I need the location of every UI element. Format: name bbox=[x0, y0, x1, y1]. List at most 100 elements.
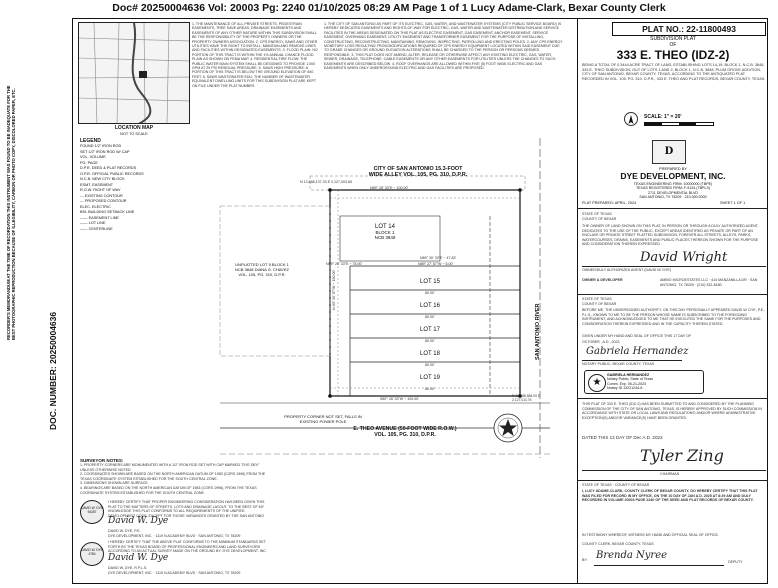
lot-dim-3: 80.00' bbox=[425, 339, 435, 343]
subdivision-title: 333 E. THEO (IDZ-2) bbox=[616, 48, 730, 62]
north-arrow-icon bbox=[628, 115, 634, 124]
street-label: E. THEO AVENUE (50-FOOT WIDE R.O.W.) VOL… bbox=[353, 426, 457, 438]
location-map-roads bbox=[79, 23, 189, 123]
cps-energy-notes: 1. THE CITY OF SAN ANTONIO AS PART OF IT… bbox=[324, 22, 563, 71]
owner-developer: AMBIO MICROESTATES LLC · 414 MANZANILLA … bbox=[660, 278, 758, 287]
notary-stamp-star-icon: ★ bbox=[588, 374, 606, 392]
legend-item: ELEC. ELECTRIC bbox=[80, 204, 111, 209]
surveyor-seal: DAVID W. DYE 4784 bbox=[80, 542, 104, 566]
clerk-deputy-signature: Brenda Nyree bbox=[596, 550, 668, 561]
legend-item: SET 1/2" IRON ROD W/ CAP bbox=[80, 149, 130, 154]
survey-note: 4. BEARINGS ARE BASED ON THE NORTH AMERI… bbox=[80, 485, 257, 495]
lot-14-label: LOT 14 BLOCK 1 NCB 3848 bbox=[374, 224, 396, 240]
clerk-text: I, LUCY ADAME-CLARK, COUNTY CLERK OF BEX… bbox=[582, 489, 758, 503]
approval-dated: DATED THIS 13 DAY OF Dec A.D. 2023 bbox=[582, 435, 663, 440]
company-line: TEXAS REGISTERED FIRM: F-9134 (TBPLS) bbox=[635, 186, 711, 191]
recording-header: Doc# 20250004636 Vol: 20003 Pg: 2240 01/… bbox=[112, 2, 666, 14]
notary-caption: NOTARY PUBLIC, BEXAR COUNTY, TEXAS bbox=[582, 362, 655, 366]
bearing-mid2: N89° 27' 57"W ~ 5.00' bbox=[418, 262, 454, 266]
sheet-number: SHEET 1 OF 1 bbox=[720, 201, 746, 205]
company-line: 2711 DEVELOPMENTAL BLVD bbox=[648, 190, 698, 195]
corner-note: PROPERTY CORNER NOT SET, FALLS IN EXISTI… bbox=[284, 414, 362, 424]
notary-text: BEFORE ME, THE UNDERSIGNED AUTHORITY, ON… bbox=[582, 308, 766, 326]
engineer-cert-text: I HEREBY CERTIFY THAT PROPER ENGINEERING… bbox=[108, 500, 265, 518]
engineer-name: DAVID W. DYE, P.E. DYE DEVELOPMENT, INC.… bbox=[108, 529, 241, 538]
owner-dedication: THE OWNER OF LAND SHOWN ON THIS PLAT, IN… bbox=[582, 224, 759, 247]
divider-2 bbox=[577, 294, 768, 295]
plat-sheet bbox=[72, 18, 768, 584]
owner-signature: David Wright bbox=[640, 250, 728, 265]
legend-item: —— CENTERLINE bbox=[80, 226, 113, 231]
approval-caption: CHAIRMAN bbox=[660, 472, 680, 476]
clerk-witness: IN TESTIMONY WHEREOF, WITNESS MY HAND AN… bbox=[582, 533, 719, 537]
plat-drawing bbox=[219, 138, 550, 458]
divider-1 bbox=[577, 208, 768, 209]
surveyor-notes: SURVEYOR NOTES: 1. PROPERTY CORNERS ARE … bbox=[80, 458, 270, 500]
north-arrow bbox=[624, 112, 638, 126]
lot-15-label: LOT 15 bbox=[420, 279, 440, 285]
location-map-title: LOCATION MAP NOT TO SCALE bbox=[114, 125, 154, 136]
notary-sig-line bbox=[582, 360, 682, 361]
survey-note: 3. DIMENSIONS SHOWN ARE SURFACE. bbox=[80, 481, 149, 486]
notary-signature: Gabriela Hernandez bbox=[586, 346, 689, 357]
legend-item: N.C.B. NEW CITY BLOCK bbox=[80, 177, 125, 181]
lot-16-label: LOT 16 bbox=[420, 303, 440, 309]
clerk-state: STATE OF TEXAS · COUNTY OF BEXAR bbox=[582, 483, 650, 487]
lot-14-outline bbox=[339, 215, 441, 262]
clerk-sig-line bbox=[594, 565, 724, 566]
company-line: TEXAS ENGINEERING FIRM: 10000000 (TBPE) bbox=[633, 182, 713, 186]
lot-dim-2: 80.00' bbox=[425, 315, 435, 319]
divider-3 bbox=[577, 398, 768, 399]
lot-dim-1: 80.00' bbox=[425, 291, 435, 295]
owner-sig-caption: OWNER/DULY AUTHORIZED AGENT (DAVID W. DY… bbox=[582, 268, 671, 272]
surveyor-cert-text: I HEREBY CERTIFY THAT THE ABOVE PLAT CON… bbox=[108, 540, 267, 554]
legend-item: R.O.W. RIGHT OF WAY bbox=[80, 188, 121, 192]
surveyor-signature: David W. Dye bbox=[108, 553, 169, 563]
owner-state: STATE OF TEXAS COUNTY OF BEXAR bbox=[582, 212, 617, 221]
company-name: DYE DEVELOPMENT, INC. bbox=[620, 171, 726, 181]
legend-item: --- EXISTING CONTOUR bbox=[80, 193, 123, 198]
legend-item: D.P.R. DEED & PLAT RECORDS bbox=[80, 166, 137, 170]
company-line: SAN ANTONIO, TX 78209 · 210.000.0000 bbox=[639, 195, 707, 200]
clerk-county-clerk: COUNTY CLERK, BEXAR COUNTY, TEXAS bbox=[582, 542, 654, 546]
plat-description: BEING A TOTAL OF 0.3444 ACRE TRACT OF LA… bbox=[582, 63, 766, 81]
legend-item: FOUND 1/2" IRON ROD bbox=[80, 144, 122, 148]
location-map bbox=[78, 22, 190, 124]
plat-number: PLAT NO.: 22-11800493 bbox=[612, 22, 766, 36]
unplatted-label: UNPLATTED LOT 5 BLOCK 1 NCB 3848 DIANA G… bbox=[235, 262, 289, 277]
lot-dim-4: 80.00' bbox=[425, 363, 435, 367]
doc-number-vertical: DOC. NUMBER: 20250004636 bbox=[48, 311, 58, 430]
engineer-signature: David W. Dye bbox=[108, 516, 169, 526]
title-block bbox=[577, 18, 768, 584]
legend-item: ESMT. EASEMENT bbox=[80, 182, 114, 187]
notary-stamp: ★ GABRIELA HERNANDEZ Notary Public, Stat… bbox=[584, 370, 704, 394]
notary-given: GIVEN UNDER MY HAND AND SEAL OF OFFICE T… bbox=[582, 334, 692, 338]
surveyor-name: DAVID W. DYE, R.P.L.S. DYE DEVELOPMENT, … bbox=[108, 566, 241, 575]
survey-note: 2. COORDINATES SHOWN ARE BASED ON THE NO… bbox=[80, 472, 266, 481]
recorder-memorandum: RECORDER'S MEMORANDUM AT THE TIME OF REC… bbox=[6, 85, 16, 340]
lot-17-label: LOT 17 bbox=[420, 327, 440, 333]
legend-title: LEGEND bbox=[80, 138, 101, 144]
river-label: SAN ANTONIO RIVER bbox=[535, 303, 541, 360]
scale-bar bbox=[644, 122, 714, 126]
coord-se: N 13,688,584.00 E 2,127,011.76 bbox=[512, 394, 541, 402]
notary-state: STATE OF TEXAS COUNTY OF BEXAR bbox=[582, 297, 617, 306]
legend-item: O.P.R. OFFICIAL PUBLIC RECORDS bbox=[80, 171, 144, 176]
bearing-side: N 00° 30' 57"W ~ 150.00' bbox=[332, 269, 336, 310]
lot-18-label: LOT 18 bbox=[420, 351, 440, 357]
legend-item: —— LOT LINE bbox=[80, 221, 106, 225]
legend-item: BSL BUILDING SETBACK LINE bbox=[80, 210, 135, 214]
prepared-by: PREPARED BY bbox=[658, 166, 688, 171]
lot-dim-5: 80.00' bbox=[425, 387, 435, 391]
lot-19-label: LOT 19 bbox=[420, 375, 440, 381]
bearing-mid3: N89° 28' 33"E ~ 75.00' bbox=[326, 262, 363, 266]
bearing-top: N89° 28' 33"E ~ 100.00' bbox=[370, 186, 409, 190]
scale-text: SCALE: 1" = 20' bbox=[644, 114, 682, 120]
survey-note: 1. PROPERTY CORNERS ARE MONUMENTED WITH … bbox=[80, 463, 260, 472]
clerk-deputy: DEPUTY bbox=[728, 560, 743, 564]
engineer-seal: DAVID W. DYE 94287 bbox=[80, 500, 104, 524]
coord-nw: N 13,688,137.33 E 2,127,003.69 bbox=[300, 180, 352, 184]
legend-item: —— EASEMENT LINE bbox=[80, 215, 119, 220]
